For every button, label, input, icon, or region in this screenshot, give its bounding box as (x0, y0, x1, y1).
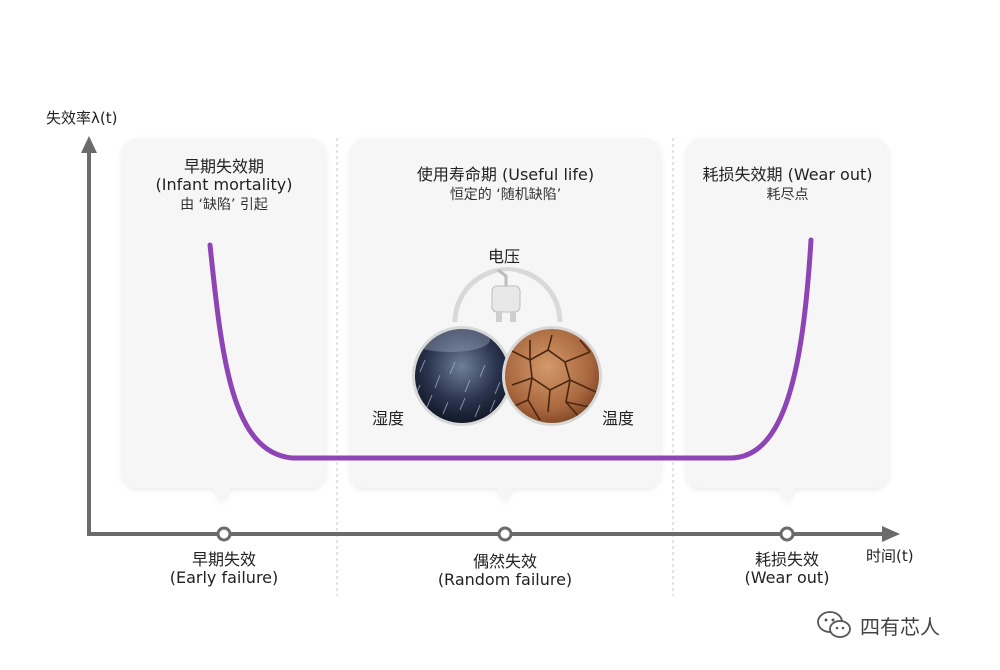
phase-early-failure: 早期失效 (Early failure) (144, 550, 304, 588)
y-axis-arrow-icon (81, 136, 97, 153)
panel-infant-mortality (122, 138, 326, 502)
voltage-factor (452, 267, 563, 339)
marker-wear-out (779, 526, 795, 542)
wechat-icon (817, 611, 851, 638)
y-axis-label: 失效率λ(t) (46, 109, 118, 127)
phase-sub: (Random failure) (437, 570, 573, 590)
phase-random-failure: 偶然失效 (Random failure) (415, 552, 595, 590)
panel-title: 耗损失效期 (Wear out) (702, 165, 873, 184)
x-axis-label: 时间(t) (866, 547, 914, 565)
panel-wear-out-text: 耗损失效期 (Wear out) 耗尽点 (686, 165, 889, 204)
phase-wear-out: 耗损失效 (Wear out) (717, 550, 857, 588)
phase-sub: (Wear out) (744, 568, 830, 588)
x-axis (87, 526, 900, 542)
watermark-text: 四有芯人 (860, 614, 940, 639)
phase-name: 早期失效 (191, 550, 256, 569)
humidity-label: 湿度 (372, 409, 405, 428)
panel-title: 使用寿命期 (Useful life) (416, 165, 595, 184)
phase-name: 耗损失效 (754, 550, 819, 569)
panel-subtitle: 耗尽点 (766, 187, 809, 204)
panel-useful-life-text: 使用寿命期 (Useful life) 恒定的 ‘随机缺陷’ (366, 165, 645, 204)
x-axis-arrow-icon (882, 526, 900, 542)
marker-early-failure (216, 526, 232, 542)
panel-infant-mortality-text: 早期失效期 (Infant mortality) 由 ‘缺陷’ 引起 (140, 157, 308, 213)
voltage-label: 电压 (488, 247, 521, 266)
humidity-image (412, 326, 512, 426)
bathtub-curve (207, 237, 814, 461)
panel-subtitle: 恒定的 ‘随机缺陷’ (449, 187, 562, 204)
panel-title: 早期失效期 (183, 157, 264, 176)
temperature-label: 温度 (602, 409, 635, 428)
panel-subtitle: 由 ‘缺陷’ 引起 (180, 196, 268, 213)
watermark: 四有芯人 (816, 610, 940, 640)
marker-random-failure (497, 526, 513, 542)
plug-icon (491, 268, 521, 322)
temperature-image (502, 326, 602, 426)
phase-name: 偶然失效 (472, 552, 537, 571)
y-axis (81, 136, 97, 534)
panel-wear-out (686, 138, 889, 502)
panel-title-en: (Infant mortality) (155, 175, 293, 195)
phase-sub: (Early failure) (169, 568, 279, 588)
